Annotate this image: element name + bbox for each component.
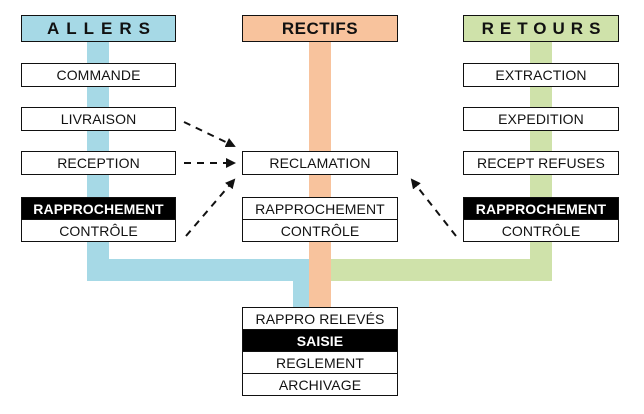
retours-header: RETOURS xyxy=(463,15,619,42)
retours-step-expedition: EXPEDITION xyxy=(463,107,619,131)
allers-step-reception: RECEPTION xyxy=(21,151,176,175)
rectifs-header: RECTIFS xyxy=(242,15,398,42)
retours-step-extraction: EXTRACTION xyxy=(463,63,619,87)
final-rappro-releves: RAPPRO RELEVÉS xyxy=(242,307,398,329)
arrow-livraison-to-reclamation xyxy=(183,121,236,148)
allers-step-livraison: LIVRAISON xyxy=(21,107,176,131)
final-saisie: SAISIE xyxy=(242,329,398,351)
final-archivage: ARCHIVAGE xyxy=(242,373,398,396)
allers-controle: CONTRÔLE xyxy=(21,219,176,242)
allers-header: ALLERS xyxy=(21,15,176,42)
final-reglement: REGLEMENT xyxy=(242,351,398,373)
arrow-allers-controle-to-reclamation xyxy=(185,178,236,237)
rectifs-rapprochement: RAPPROCHEMENT xyxy=(242,197,398,220)
arrow-retours-controle-to-reclamation xyxy=(410,178,457,237)
allers-step-commande: COMMANDE xyxy=(21,63,176,87)
retours-step-recept-refuses: RECEPT REFUSES xyxy=(463,151,619,175)
rectifs-step-reclamation: RECLAMATION xyxy=(242,151,398,175)
rectifs-controle: CONTRÔLE xyxy=(242,219,398,242)
retours-rapprochement: RAPPROCHEMENT xyxy=(463,197,619,220)
allers-rapprochement: RAPPROCHEMENT xyxy=(21,197,176,220)
retours-controle: CONTRÔLE xyxy=(463,219,619,242)
